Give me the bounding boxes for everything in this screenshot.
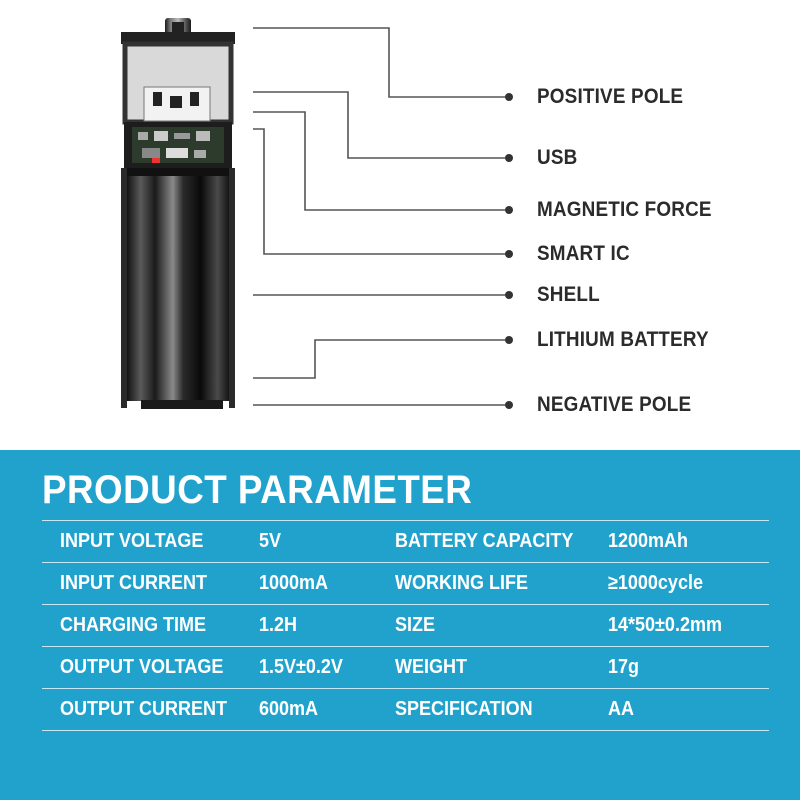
table-row: INPUT CURRENT 1000mA WORKING LIFE ≥1000c… [42,562,769,605]
leader-line-smart-ic [253,128,505,255]
leader-line-magnetic-force [253,111,505,211]
callout-positive-pole: POSITIVE POLE [537,85,684,108]
param-label: OUTPUT CURRENT [42,688,259,731]
callout-negative-pole: NEGATIVE POLE [537,393,692,416]
table-row: CHARGING TIME 1.2H SIZE 14*50±0.2mm [42,604,769,647]
param-value: 1000mA [258,562,396,605]
param-label: WORKING LIFE [395,562,609,605]
param-label: SIZE [395,604,609,647]
callout-usb: USB [537,146,578,169]
callout-magnetic-force: MAGNETIC FORCE [537,198,712,221]
param-value: 1200mAh [608,520,769,563]
product-parameter-title: PRODUCT PARAMETER [42,468,473,512]
param-value: 1.5V±0.2V [258,646,396,689]
param-value: ≥1000cycle [608,562,769,605]
param-value: 17g [608,646,769,689]
param-value: 600mA [258,688,396,731]
smart-ic-board [124,122,232,168]
callout-smart-ic: SMART IC [537,242,630,265]
param-label: BATTERY CAPACITY [395,520,609,563]
param-label: INPUT VOLTAGE [42,520,259,563]
param-label: CHARGING TIME [42,604,259,647]
param-label: WEIGHT [395,646,609,689]
leader-line-usb [253,91,505,159]
battery-diagram-section: POSITIVE POLE USB MAGNETIC FORCE SMART I… [121,18,712,416]
param-label: SPECIFICATION [395,688,609,731]
product-parameter-panel: PRODUCT PARAMETER INPUT VOLTAGE 5V BATTE… [0,450,800,800]
param-value: 5V [258,520,396,563]
callout-lithium-battery: LITHIUM BATTERY [537,328,709,351]
battery-shell [121,168,235,409]
table-row: INPUT VOLTAGE 5V BATTERY CAPACITY 1200mA… [42,520,769,563]
param-value: AA [608,688,769,731]
leader-line-positive-pole [253,27,505,98]
battery-illustration [121,18,235,409]
param-label: OUTPUT VOLTAGE [42,646,259,689]
positive-terminal [165,18,191,36]
top-housing [121,32,235,125]
leader-line-lithium-battery [253,339,505,379]
table-row: OUTPUT VOLTAGE 1.5V±0.2V WEIGHT 17g [42,646,769,689]
callout-shell: SHELL [537,283,600,306]
param-value: 1.2H [258,604,396,647]
param-value: 14*50±0.2mm [608,604,769,647]
parameter-table: INPUT VOLTAGE 5V BATTERY CAPACITY 1200mA… [42,520,769,731]
param-label: INPUT CURRENT [42,562,259,605]
table-row: OUTPUT CURRENT 600mA SPECIFICATION AA [42,688,769,731]
leader-lines [253,27,513,409]
